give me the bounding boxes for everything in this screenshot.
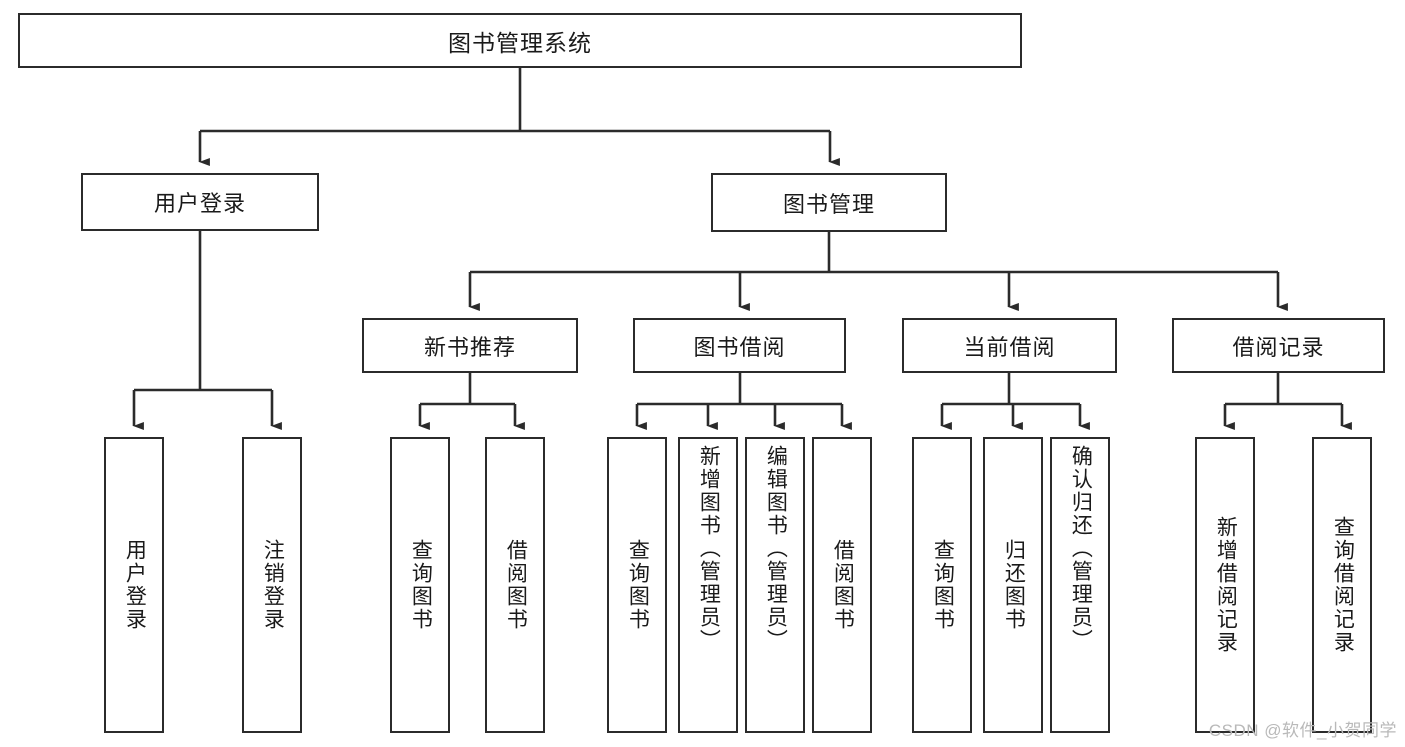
node-user-login[interactable]: 用户登录 [81,173,319,231]
leaf-query-book-new[interactable]: 查询图书 [390,437,450,733]
csdn-watermark: CSDN @软件_小贺同学 [1208,721,1397,740]
leaf-edit-book-admin[interactable]: 编辑图书（管理员） [745,437,805,733]
node-label: 图书管理 [782,191,875,217]
node-label: 借阅记录 [1232,334,1325,360]
leaf-logout-login[interactable]: 注销登录 [242,437,302,733]
node-label: 查询图书 [409,539,433,631]
leaf-query-book-current[interactable]: 查询图书 [912,437,972,733]
node-label: 新书推荐 [423,334,516,360]
node-label: 查询借阅记录 [1331,516,1355,654]
node-label: 归还图书 [1002,539,1026,631]
node-current-borrow[interactable]: 当前借阅 [902,318,1117,373]
leaf-add-book-admin[interactable]: 新增图书（管理员） [678,437,738,733]
node-label: 用户登录 [153,191,246,216]
leaf-borrow-book-new[interactable]: 借阅图书 [485,437,545,733]
node-borrow-record[interactable]: 借阅记录 [1172,318,1385,373]
node-label: 图书管理系统 [448,29,592,56]
leaf-return-book[interactable]: 归还图书 [983,437,1043,733]
node-root-system[interactable]: 图书管理系统 [18,13,1022,68]
node-label: 新增图书（管理员） [697,445,721,652]
leaf-add-borrow-record[interactable]: 新增借阅记录 [1195,437,1255,733]
leaf-confirm-return-admin[interactable]: 确认归还（管理员） [1050,437,1110,733]
node-label: 借阅图书 [831,539,855,631]
node-label: 注销登录 [261,539,285,631]
leaf-borrow-book[interactable]: 借阅图书 [812,437,872,733]
node-label: 图书借阅 [693,334,786,360]
node-label: 确认归还（管理员） [1069,445,1093,652]
node-label: 编辑图书（管理员） [764,445,788,652]
leaf-query-book-borrow[interactable]: 查询图书 [607,437,667,733]
node-new-book-recommend[interactable]: 新书推荐 [362,318,578,373]
node-label: 新增借阅记录 [1214,516,1238,654]
node-label: 查询图书 [931,539,955,631]
node-label: 当前借阅 [963,334,1056,360]
node-label: 用户登录 [123,539,147,631]
node-book-management[interactable]: 图书管理 [711,173,947,232]
node-book-borrow[interactable]: 图书借阅 [633,318,846,373]
leaf-user-login[interactable]: 用户登录 [104,437,164,733]
node-label: 查询图书 [626,539,650,631]
leaf-query-borrow-record[interactable]: 查询借阅记录 [1312,437,1372,733]
node-label: 借阅图书 [504,539,528,631]
